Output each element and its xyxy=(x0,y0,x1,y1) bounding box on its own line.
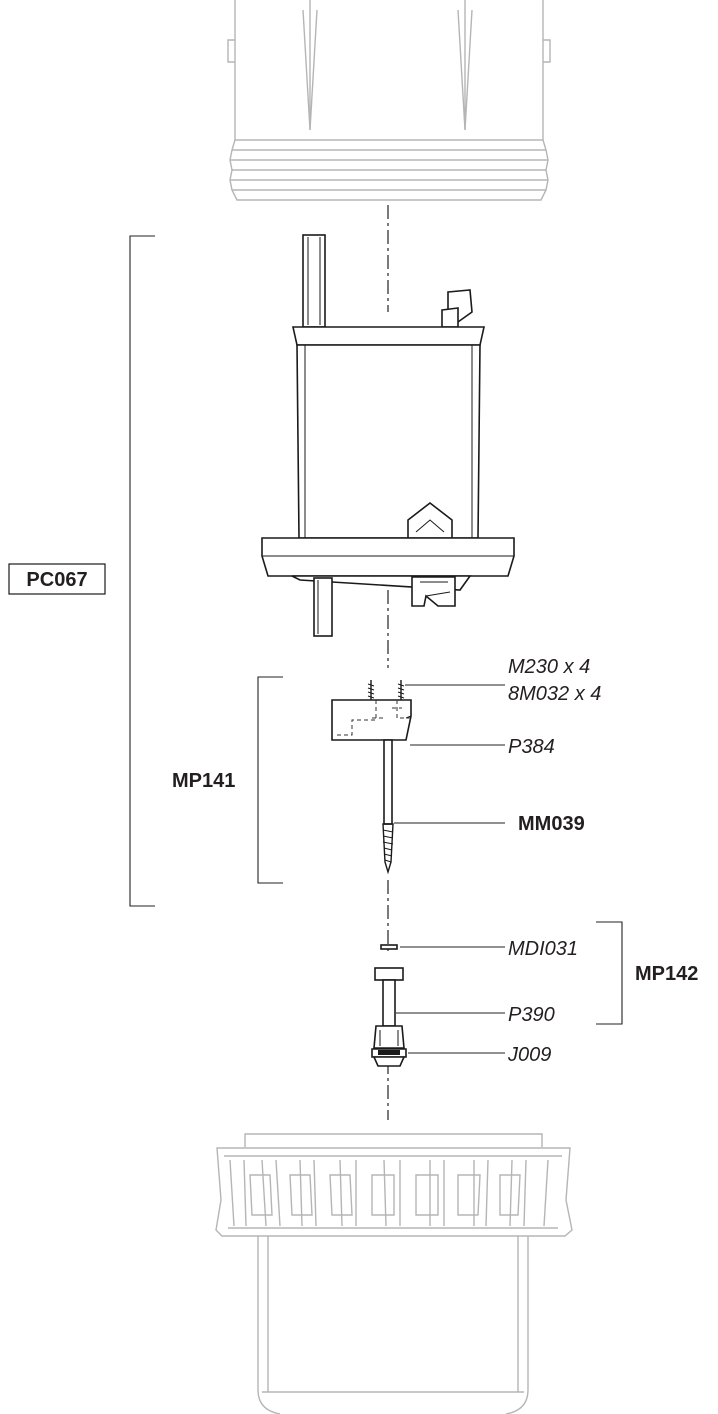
mp142-label: MP142 xyxy=(635,963,698,985)
mp142-bracket xyxy=(596,921,623,1025)
j009-label: J009 xyxy=(507,1044,551,1066)
mp142-parts xyxy=(371,944,407,1067)
pc067-bracket xyxy=(129,235,155,907)
pc067-label: PC067 xyxy=(26,569,87,591)
pc067-body xyxy=(261,234,515,637)
mp141-bracket xyxy=(257,676,283,884)
p390-label: P390 xyxy=(508,1004,555,1026)
upper-housing-outline xyxy=(227,0,551,201)
leader-lines xyxy=(394,684,505,1054)
mp141-label: MP141 xyxy=(172,770,235,792)
lower-housing-outline xyxy=(215,1133,573,1414)
mp141-block xyxy=(331,680,412,875)
m230-label: M230 x 4 xyxy=(508,656,590,678)
pc067-label-box xyxy=(8,563,106,595)
p384-label: P384 xyxy=(508,736,555,758)
mdi031-label: MDI031 xyxy=(508,938,578,960)
8m032-label: 8M032 x 4 xyxy=(508,683,601,705)
mm039-label: MM039 xyxy=(518,813,585,835)
